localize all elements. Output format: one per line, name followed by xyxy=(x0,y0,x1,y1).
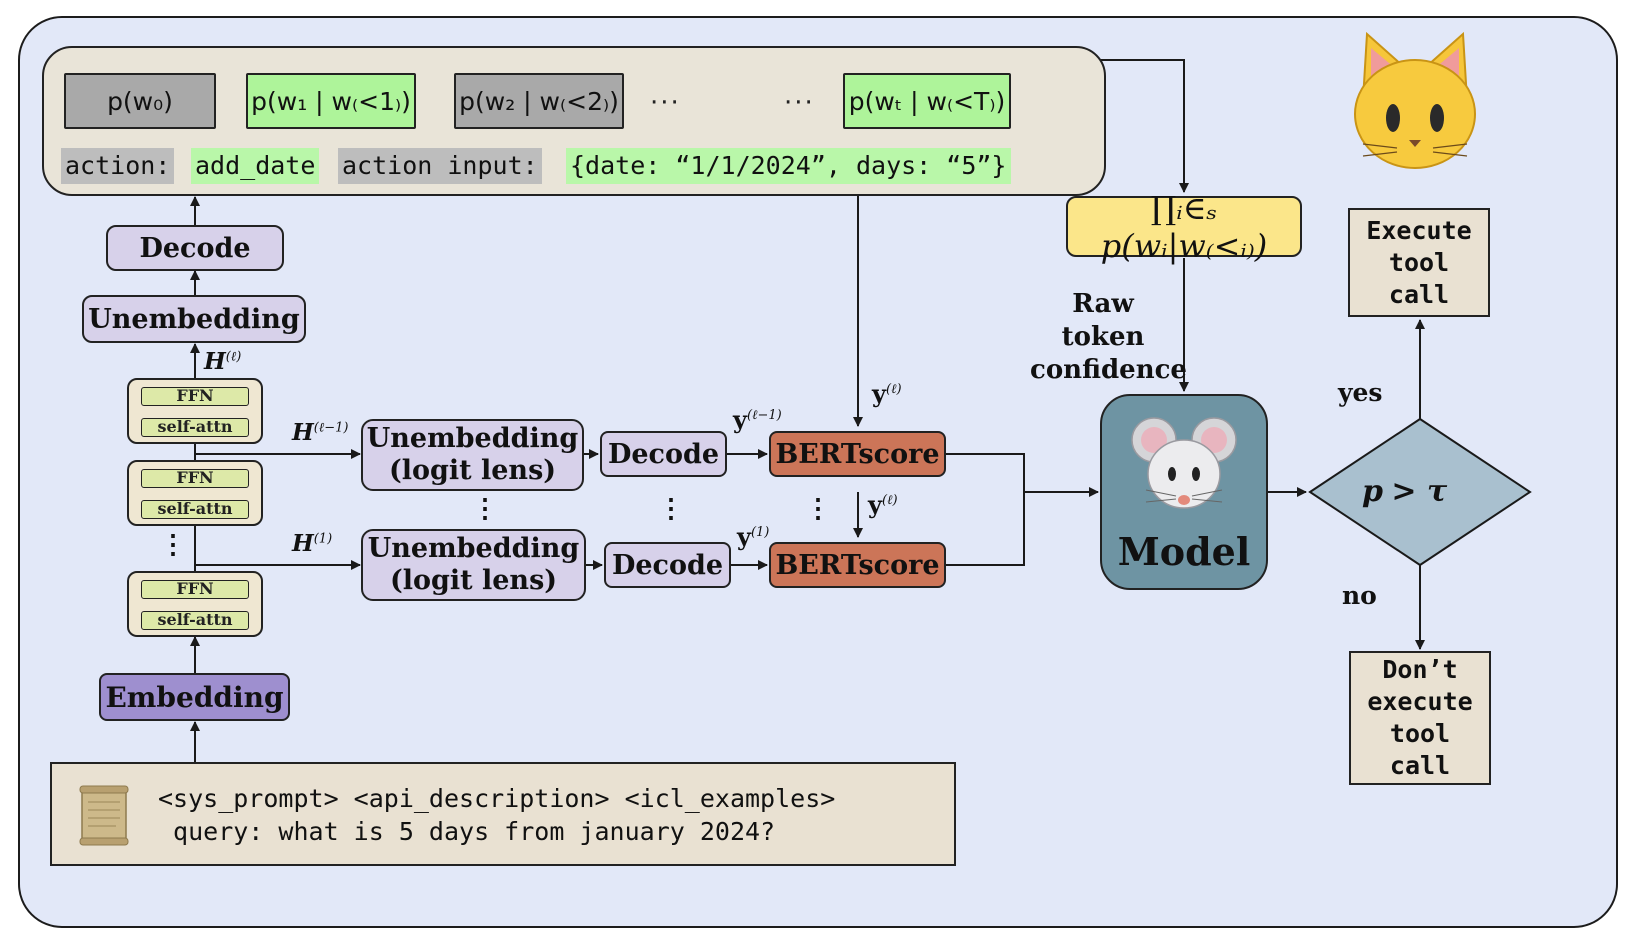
decision-diamond xyxy=(1308,417,1532,567)
self-attn-block: self-attn xyxy=(141,418,249,437)
logit-lens-box-upper: Unembedding(logit lens) xyxy=(361,419,584,491)
lens-vdots: ⋮ xyxy=(472,494,498,524)
probe-model-box: Model xyxy=(1100,394,1268,590)
logit-lens-box-lower: Unembedding(logit lens) xyxy=(361,529,586,601)
ffn-block: FFN xyxy=(141,387,249,406)
token-prob-w1: p(w₁ | w₍<1₎) xyxy=(246,73,416,129)
ellipsis-2: ··· xyxy=(784,88,815,118)
bertscore-vdots: ⋮ xyxy=(805,494,831,524)
ffn-block: FFN xyxy=(141,469,249,488)
token-prob-wT: p(wₜ | w₍<T₎) xyxy=(843,73,1011,129)
unembedding-box: Unembedding xyxy=(82,295,306,343)
token-prob-w2: p(w₂ | w₍<2₎) xyxy=(454,73,624,129)
token-probability-product: ∏ᵢ∈ₛ p(wᵢ|w₍<ᵢ₎) xyxy=(1066,189,1302,265)
transformer-layer-bottom: FFN self-attn xyxy=(127,571,263,637)
bertscore-box-upper: BERTscore xyxy=(769,431,946,477)
token-prob-w0: p(w₀) xyxy=(64,73,216,129)
hidden-state-label-lm1: H(ℓ−1) xyxy=(292,419,349,446)
action-input-key: action input: xyxy=(338,148,542,184)
embedding-box: Embedding xyxy=(99,673,290,721)
transformer-layer-top: FFN self-attn xyxy=(127,378,263,444)
yes-label: yes xyxy=(1338,378,1383,407)
decode-vdots: ⋮ xyxy=(658,494,684,524)
hidden-state-label-1: H(1) xyxy=(292,530,333,557)
layer-vdots: ⋮ xyxy=(160,530,186,560)
no-label: no xyxy=(1342,581,1377,610)
raw-token-confidence-label: Raw token confidence xyxy=(1030,289,1187,385)
decode-box: Decode xyxy=(106,225,284,271)
decode-box-lower: Decode xyxy=(604,542,731,588)
hidden-state-label-l: H(ℓ) xyxy=(204,348,242,375)
y-label-l-top: y(ℓ) xyxy=(872,379,902,408)
bertscore-box-lower: BERTscore xyxy=(769,542,946,588)
action-key: action: xyxy=(61,148,175,184)
prompt-input-box xyxy=(50,762,956,866)
prompt-line-2: query: what is 5 days from january 2024? xyxy=(158,817,776,846)
prompt-line-1: <sys_prompt> <api_description> <icl_exam… xyxy=(158,784,836,813)
action-value: add_date xyxy=(191,148,320,184)
y-label-l-mid: y(ℓ) xyxy=(868,490,898,519)
y-label-lm1: y(ℓ−1) xyxy=(733,405,782,434)
ffn-block: FFN xyxy=(141,580,249,599)
decode-box-upper: Decode xyxy=(600,431,727,477)
self-attn-block: self-attn xyxy=(141,611,249,630)
decision-condition: p > τ xyxy=(1362,474,1448,509)
self-attn-block: self-attn xyxy=(141,500,249,519)
action-input-value: {date: “1/1/2024”, days: “5”} xyxy=(566,148,1011,184)
transformer-layer-mid: FFN self-attn xyxy=(127,460,263,526)
ellipsis-1: ··· xyxy=(650,88,681,118)
y-label-1: y(1) xyxy=(737,522,770,551)
